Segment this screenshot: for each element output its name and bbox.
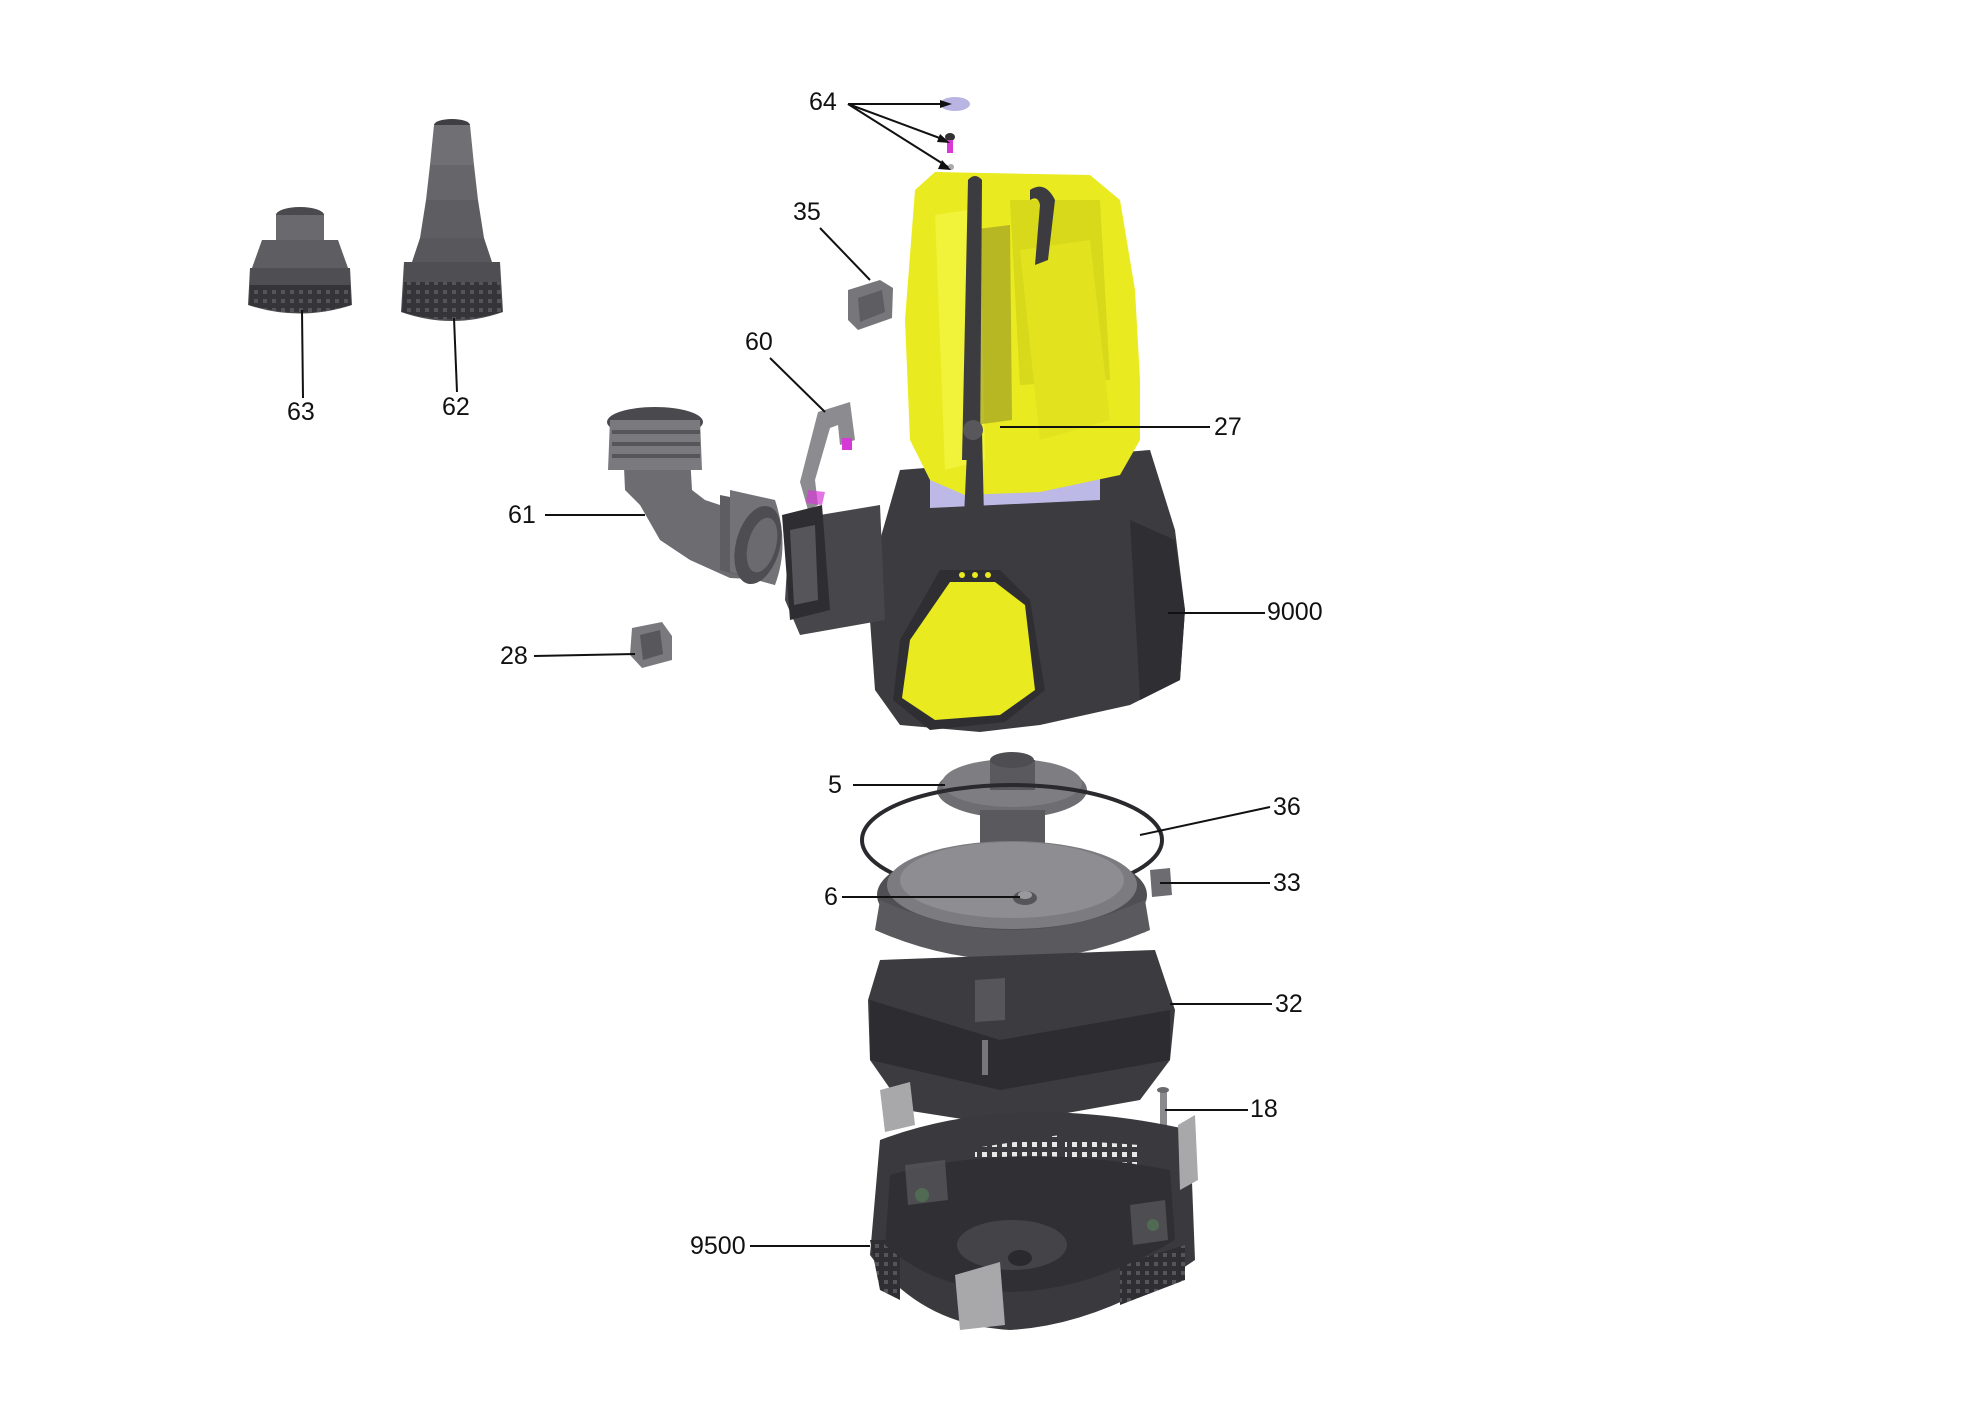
part-18-screw <box>1157 1087 1169 1135</box>
label-33: 33 <box>1273 869 1301 897</box>
label-60: 60 <box>745 328 773 356</box>
label-9500: 9500 <box>690 1232 746 1260</box>
part-28-small-clip <box>630 622 672 668</box>
label-63: 63 <box>287 398 315 426</box>
label-35: 35 <box>793 198 821 226</box>
leader-lines <box>301 103 1272 1247</box>
label-61: 61 <box>508 501 536 529</box>
part-33-volute-cover <box>875 841 1172 960</box>
part-60-handle-clip <box>800 402 855 510</box>
label-36: 36 <box>1273 793 1301 821</box>
label-62: 62 <box>442 393 470 421</box>
label-64: 64 <box>809 88 837 116</box>
part-6-nut <box>1013 891 1037 905</box>
label-28: 28 <box>500 642 528 670</box>
part-32-pump-base <box>868 950 1175 1125</box>
part-64-screw-set <box>940 97 970 170</box>
label-5: 5 <box>828 771 842 799</box>
label-27: 27 <box>1214 413 1242 441</box>
part-62-stepped-hose-adapter <box>401 119 503 321</box>
part-9500-strainer-basket <box>870 1082 1198 1330</box>
part-61-elbow-connector <box>607 407 783 585</box>
label-32: 32 <box>1275 990 1303 1018</box>
leader-arrows <box>937 100 952 170</box>
label-6: 6 <box>824 883 838 911</box>
part-63-hose-adapter <box>248 207 352 314</box>
part-35-clip <box>848 280 893 330</box>
label-18: 18 <box>1250 1095 1278 1123</box>
label-9000: 9000 <box>1267 598 1323 626</box>
part-9000-pump-housing <box>782 172 1185 732</box>
